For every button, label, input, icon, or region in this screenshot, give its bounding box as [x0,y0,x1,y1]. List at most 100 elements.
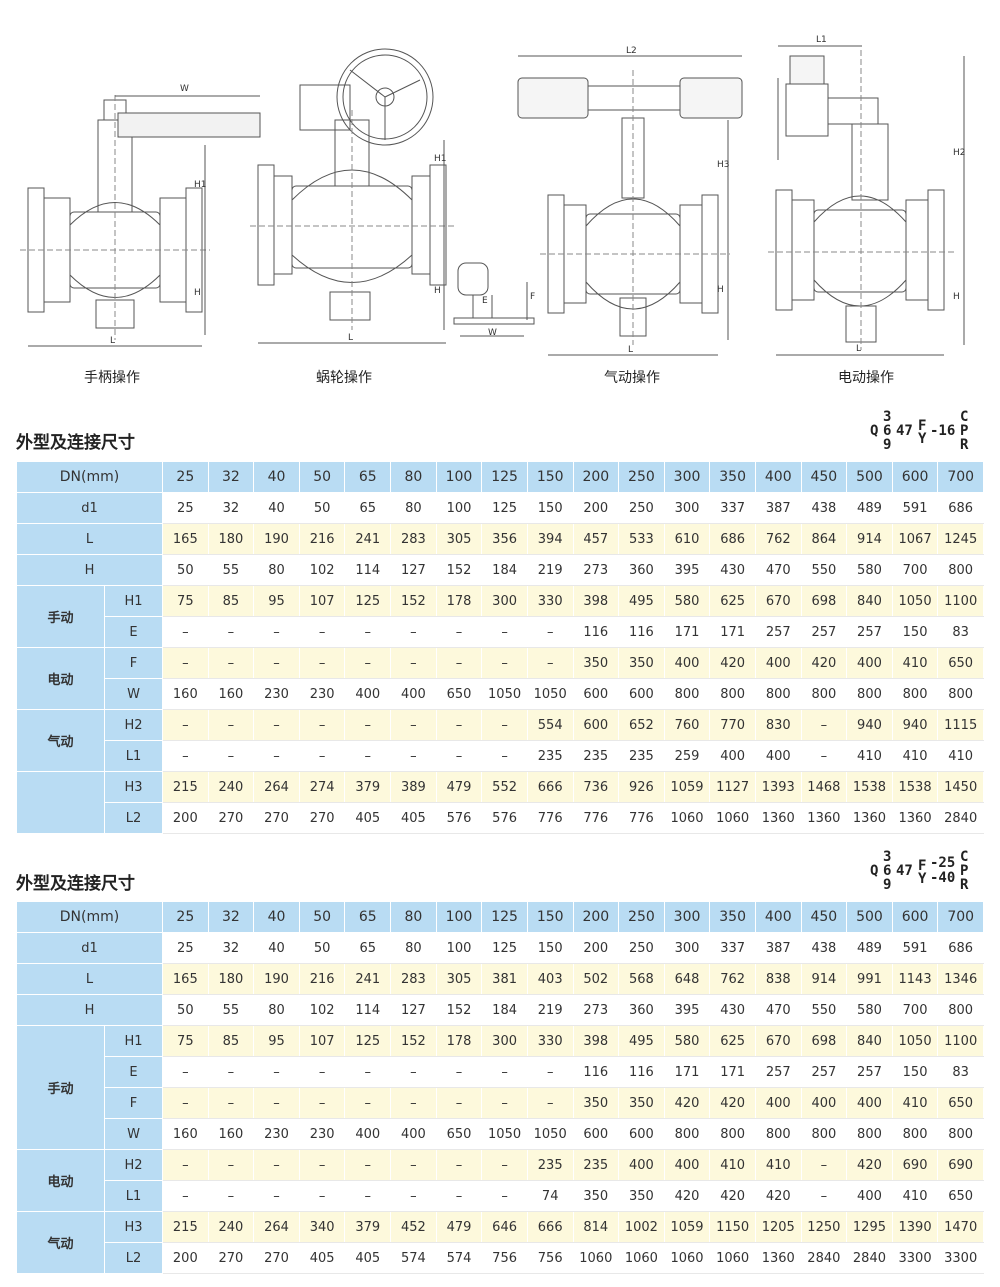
table-cell: 257 [846,1056,893,1088]
table-cell: 80 [390,932,437,964]
table-cell: 420 [709,1180,756,1212]
table-cell: 840 [846,1025,893,1057]
table-cell: – [253,740,300,772]
table-cell: – [526,647,574,679]
table-cell: 400 [754,740,802,772]
table-cell: 25 [162,932,209,964]
table-cell: 554 [526,709,574,741]
table-cell: 736 [572,771,620,803]
table-cell: – [344,740,392,772]
table-cell: 300 [481,585,528,617]
row-label: W [103,678,164,710]
table-cell: 1245 [937,523,984,555]
table-cell: 1100 [937,1025,984,1057]
table-cell: 3300 [937,1242,984,1274]
table-cell: 273 [572,994,620,1026]
table-cell: – [344,616,392,648]
table-cell: 420 [663,1180,711,1212]
table-cell: 600 [618,678,665,710]
table-cell: 420 [709,1087,756,1119]
table-cell: 235 [572,740,620,772]
table-cell: 438 [800,492,848,524]
table-cell: 230 [253,678,300,710]
table-cell: 350 [618,647,665,679]
table-cell: 215 [162,771,209,803]
table-cell: 489 [846,932,893,964]
dim-l: L [110,336,116,346]
table-cell: 1390 [891,1211,939,1243]
row-label: d1 [15,492,164,524]
table-cell: 552 [481,771,528,803]
table-cell: 670 [754,1025,802,1057]
table-cell: 400 [390,1118,437,1150]
table-cell: 125 [481,932,528,964]
table-cell: 305 [435,963,483,995]
table-cell: 400 [754,1087,802,1119]
row-group-label: 电动 [16,647,105,710]
table-cell: 171 [663,1056,711,1088]
table-cell: – [207,1180,255,1212]
table-cell: 650 [435,678,483,710]
table-cell: 800 [846,678,893,710]
table-cell: 800 [891,678,939,710]
dim-h: H [717,285,724,295]
dim-l2: L2 [626,46,637,56]
table-cell: 420 [800,647,848,679]
table-cell: – [390,647,437,679]
table-cell: 698 [800,585,848,617]
table-cell: – [390,1149,437,1181]
table-cell: 273 [572,554,620,586]
table-cell: 379 [344,1211,392,1243]
table-cell: 1100 [937,585,984,617]
section-title: 外型及连接尺寸 [16,433,135,453]
table-cell: 576 [481,802,528,834]
table-cell: 410 [846,740,893,772]
table-cell: 646 [481,1211,528,1243]
table-cell: 257 [800,1056,848,1088]
table-cell: – [344,1180,392,1212]
table-cell: 800 [754,1118,802,1150]
table-cell: – [207,647,255,679]
table-cell: 756 [526,1242,574,1274]
table-cell: 127 [390,554,437,586]
table-cell: 1060 [709,1242,756,1274]
table-cell: 270 [207,1242,255,1274]
dn-header-cell: 300 [663,461,711,493]
table-cell: 420 [754,1180,802,1212]
table-cell: 387 [754,932,802,964]
table-cell: 420 [709,647,756,679]
table-cell: 283 [390,523,437,555]
row-label: E [103,616,164,648]
table-cell: – [207,1149,255,1181]
dn-header-cell: 400 [754,901,802,933]
table-cell: 75 [162,1025,209,1057]
table-cell: 800 [937,678,984,710]
table-cell: – [344,1056,392,1088]
table-cell: 1127 [709,771,756,803]
row-label: H3 [103,1211,164,1243]
table-cell: – [162,1149,209,1181]
table-cell: 40 [253,932,300,964]
table-cell: 107 [298,585,346,617]
table-cell: – [344,1149,392,1181]
row-group-label: 气动 [16,709,105,772]
table-cell: 1250 [800,1211,848,1243]
table-cell: 1360 [800,802,848,834]
table-cell: – [435,1056,483,1088]
table-cell: 2840 [937,802,984,834]
dn-header-cell: 65 [344,901,392,933]
table-cell: 1050 [526,1118,574,1150]
table-cell: 420 [846,1149,893,1181]
table-cell: 770 [709,709,756,741]
table-cell: 85 [207,585,255,617]
table-cell: 184 [481,554,528,586]
table-cell: – [390,709,437,741]
row-label: L [15,523,164,555]
table-cell: 165 [162,963,209,995]
